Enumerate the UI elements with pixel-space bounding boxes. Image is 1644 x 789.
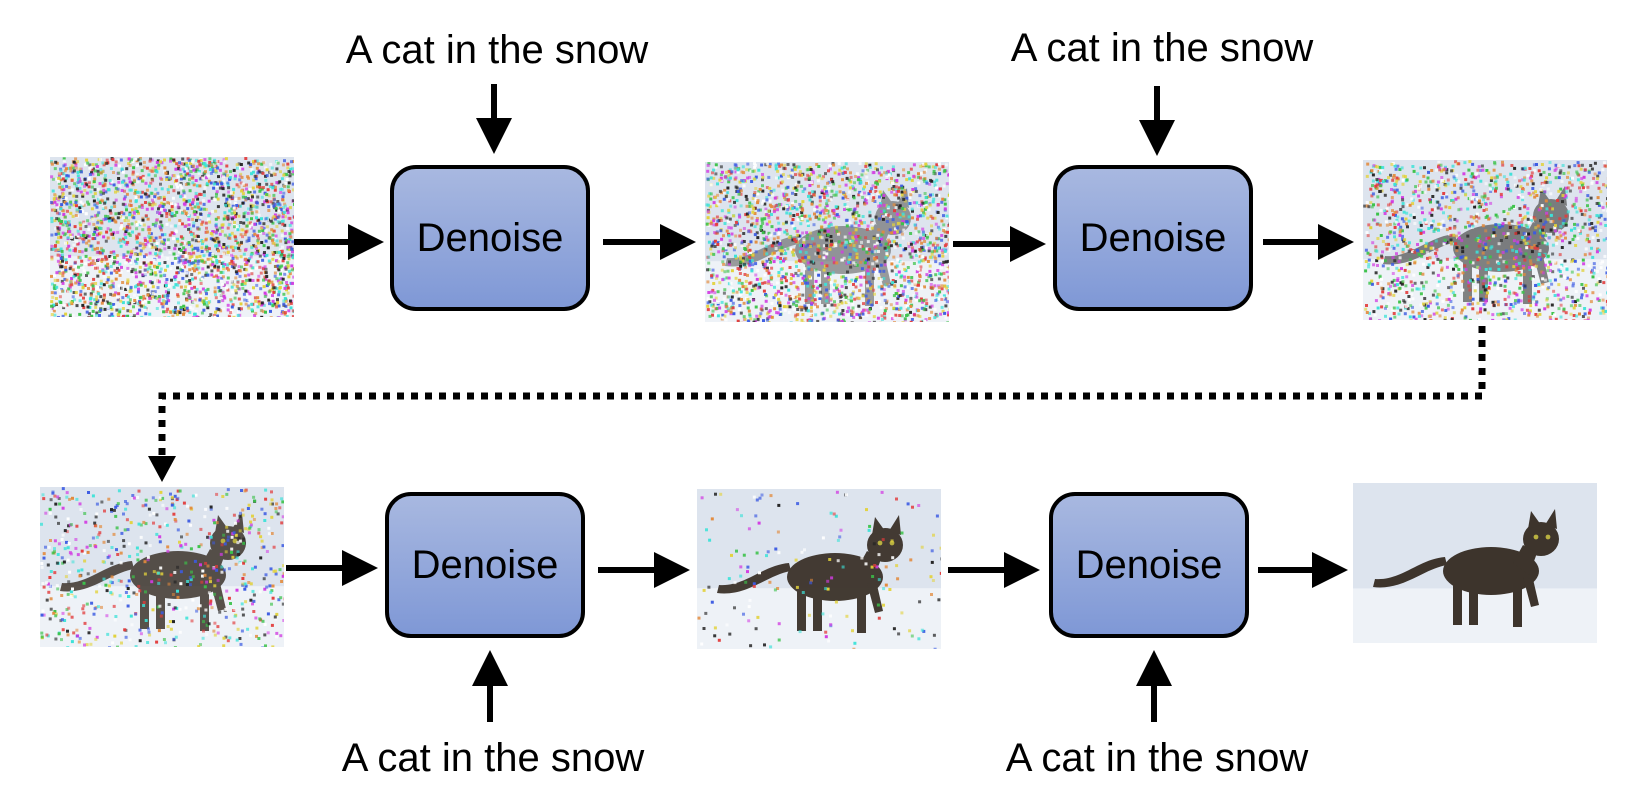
noisy-cat-image-2 (1363, 160, 1607, 320)
noisy-cat-image-1 (705, 162, 949, 322)
denoise-box-3: Denoise (385, 492, 585, 638)
clean-cat-image (1353, 483, 1597, 643)
denoise-box-1: Denoise (390, 165, 590, 311)
prompt-text-3: A cat in the snow (293, 734, 693, 782)
slightly-noisy-cat-image (40, 487, 284, 647)
dotted-connector-arrowhead (148, 456, 176, 482)
denoise-box-2: Denoise (1053, 165, 1253, 311)
prompt-text-4: A cat in the snow (957, 734, 1357, 782)
prompt-text-1: A cat in the snow (297, 26, 697, 74)
prompt-text-2: A cat in the snow (962, 24, 1362, 72)
denoise-box-4: Denoise (1049, 492, 1249, 638)
dotted-continuation-connector (162, 326, 1482, 456)
nearly-clean-cat-image (697, 489, 941, 649)
pure-noise-image (50, 157, 294, 317)
